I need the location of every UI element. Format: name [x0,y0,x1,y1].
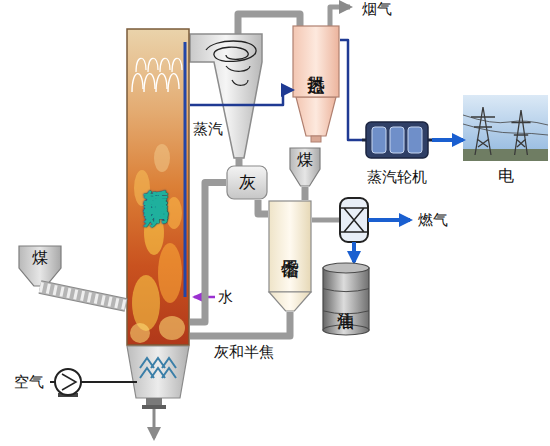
superheater-hopper [296,97,336,136]
coal-hopper [290,148,320,186]
tar-barrel [323,268,369,330]
volatile-gas-pipe [312,218,340,223]
char-return-pipe [190,312,290,336]
steam-line [190,90,292,105]
tar-flow-arrow [352,242,356,262]
boiler-shell [127,29,189,345]
retort-vessel-outline [268,200,312,312]
steam-turbine: 蒸汽轮机 [362,118,432,190]
boiler-column-outline [126,28,190,346]
screw-feeder [40,287,126,305]
coal-label: 煤 [18,247,62,268]
flame [132,275,160,331]
turbine-label: 蒸汽轮机 [356,166,438,188]
coal-label: 煤 [289,149,321,170]
water-inlet-arrow [194,296,215,299]
superheater-outlet [311,136,321,142]
retort-cone [269,292,311,311]
condenser-packing [341,208,367,232]
barrel-rib [323,311,369,314]
tar-barrel: 焦油 [322,262,370,336]
barrel-lid [323,263,369,273]
water-wall [184,42,187,297]
air-distributor-arrows [140,358,176,378]
gas-swirl [144,74,155,92]
stream-label: 蒸汽 [193,120,223,138]
stream-label: 烟气 [362,0,392,18]
ash-drop-pipe [236,157,243,166]
coal-hopper: 煤 [289,147,321,187]
turbine-stage [390,127,404,153]
stream-label: 燃气 [418,211,448,229]
cyclone-separator [190,34,262,158]
fuel-gas-arrow [368,218,410,222]
flame [154,144,170,172]
flame [144,211,164,255]
barrel-rib [323,289,369,292]
air-duct-line [81,381,137,383]
turbine-casing [366,122,428,158]
power-pylon [511,110,530,155]
turbine-stage [408,127,422,153]
screw-thread [40,287,126,305]
retort-body [269,201,311,292]
gas-swirl [132,74,143,92]
fan-blade-mark [62,374,76,390]
bottom-ash-outlet [146,398,162,406]
gas-swirl [156,74,167,92]
cyclone-swirl [226,66,250,85]
stream-label: 空气 [14,373,44,391]
outlet-flange [142,405,166,409]
turbine-stage [372,127,386,153]
retort-vessel: 干馏器 [268,200,312,312]
ash-feed-pipe [258,200,268,214]
gas-swirl [172,58,182,72]
coal-hopper [19,246,61,286]
flame [158,243,182,303]
gas-swirl [136,58,146,72]
power-photo [463,95,548,161]
flame [159,316,185,340]
condenser-vessel [340,198,368,242]
stream-label: 水 [218,288,233,306]
superheater-box [293,26,339,97]
bottom-ash-arrow [153,409,156,438]
flame [130,323,150,343]
gas-swirl [160,58,170,72]
feeder-casing [40,287,126,305]
stream-label: 灰和半焦 [214,343,274,361]
ash-label: 灰 [226,165,268,200]
superheater-label: 过热器 [292,25,340,98]
flue-gas-outlet [330,7,350,27]
power-arrow [432,138,463,142]
superheater-box: 过热器 [292,25,340,98]
retort-label: 干馏器 [268,200,312,292]
gas-swirl [148,58,158,72]
boiler-title: 循环流化床锅炉 [126,53,186,303]
barrel-bottom [323,325,369,335]
steam-line [340,40,362,140]
tar-label: 焦油 [322,270,370,328]
flame [166,197,182,229]
coal-hopper: 煤 [18,245,62,287]
power-output: 电 [463,95,548,190]
cyclone-swirl [206,41,256,61]
boiler-column: 循环流化床锅炉 [126,28,190,346]
electricity-label: 电 [463,165,548,187]
gas-swirl [168,74,179,92]
coal-feed-pipe [302,187,309,200]
ash-box [227,166,267,199]
air-fan-symbol [55,369,81,395]
boiler-air-chamber [127,346,189,398]
ash-separator-box: 灰 [226,165,268,200]
power-wire [463,115,548,135]
